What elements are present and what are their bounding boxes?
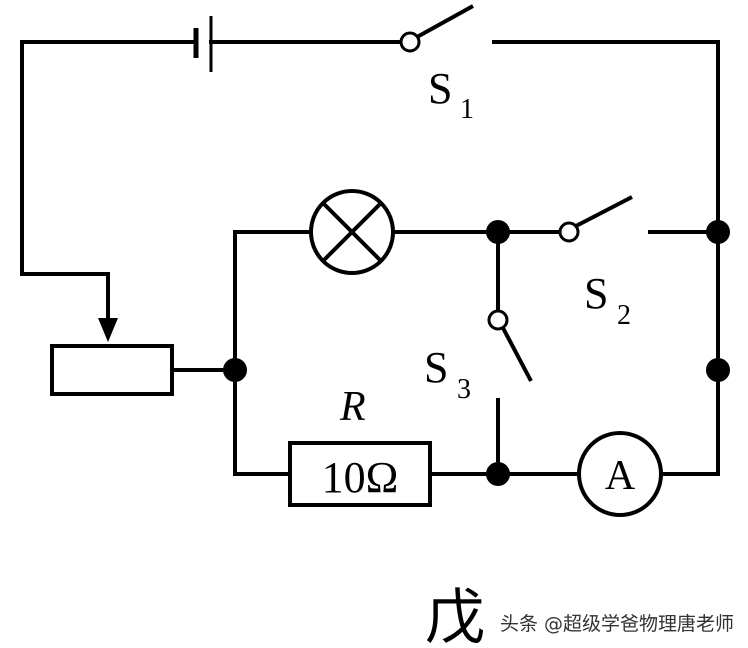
ammeter-icon xyxy=(577,431,663,517)
junction-dot xyxy=(486,220,510,244)
junction-dot xyxy=(223,358,247,382)
junction-dots xyxy=(223,220,730,486)
s2-subscript: 2 xyxy=(617,300,631,331)
junction-dot xyxy=(706,220,730,244)
s1-subscript: 1 xyxy=(460,94,474,125)
middle-wires xyxy=(233,230,720,476)
s3-label: S xyxy=(424,343,448,392)
lamp-icon xyxy=(309,189,395,275)
watermark-text: 头条 @超级学爸物理唐老师 xyxy=(500,613,734,635)
resistor-symbol-label: R xyxy=(339,384,366,430)
junction-dot xyxy=(706,358,730,382)
switch-s3 xyxy=(487,309,533,382)
switch-s2 xyxy=(558,195,633,243)
ammeter-label: A xyxy=(605,453,636,499)
s2-label: S xyxy=(584,269,608,318)
battery-icon xyxy=(193,16,213,72)
switch-s1 xyxy=(399,4,474,53)
junction-dot xyxy=(486,462,510,486)
top-wires xyxy=(20,40,720,476)
figure-label: 戊 xyxy=(425,585,485,648)
s3-subscript: 3 xyxy=(457,374,471,405)
s1-label: S xyxy=(428,64,452,113)
rheostat-icon xyxy=(50,272,237,396)
resistor-value: 10Ω xyxy=(322,453,399,502)
resistor-icon xyxy=(288,441,432,507)
